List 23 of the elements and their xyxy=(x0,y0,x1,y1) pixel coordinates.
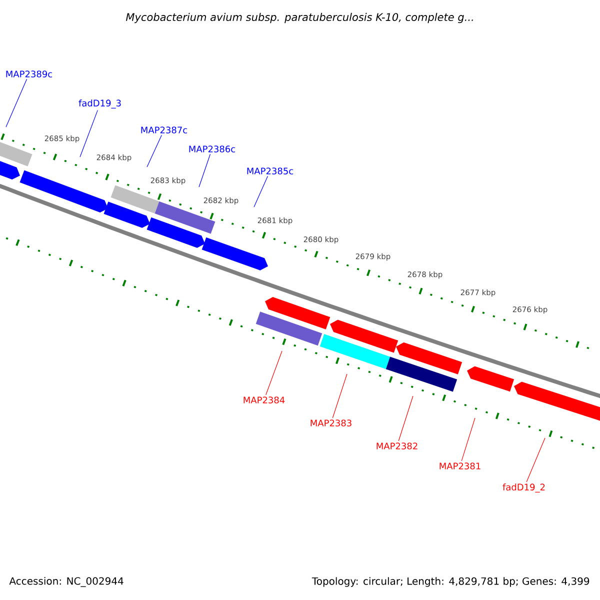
leader-line xyxy=(332,374,348,418)
leader-line xyxy=(6,78,28,128)
leader-line xyxy=(198,154,211,188)
gene-label: MAP2382 xyxy=(376,442,418,450)
gene-label: MAP2384 xyxy=(244,396,285,404)
leader-line xyxy=(146,134,162,168)
gene-label: MAP2386c xyxy=(189,146,236,152)
title: Mycobacterium avium subsp. paratuberculosis K-10, complete g... xyxy=(126,12,473,24)
gene-label: fadD19_3 xyxy=(78,100,121,108)
gene-label: MAP2381 xyxy=(440,462,480,470)
leader-line xyxy=(526,438,546,482)
accession-text: Accession: NC_002944 xyxy=(9,577,124,587)
leader-line xyxy=(80,110,98,158)
leader-line xyxy=(398,396,414,442)
leader-line xyxy=(461,418,476,462)
gene-label: fadD19_2 xyxy=(502,484,545,492)
gene-label: MAP2389c xyxy=(6,70,52,78)
gene-label: MAP2387c xyxy=(141,126,188,134)
leader-line xyxy=(266,350,282,396)
leader-line xyxy=(254,176,268,208)
gene-label: MAP2385c xyxy=(247,168,294,174)
genome-info-text: Topology: circular; Length: 4,829,781 bp; Genes: 4,399 xyxy=(312,577,590,587)
gene-label: MAP2383 xyxy=(310,420,352,426)
